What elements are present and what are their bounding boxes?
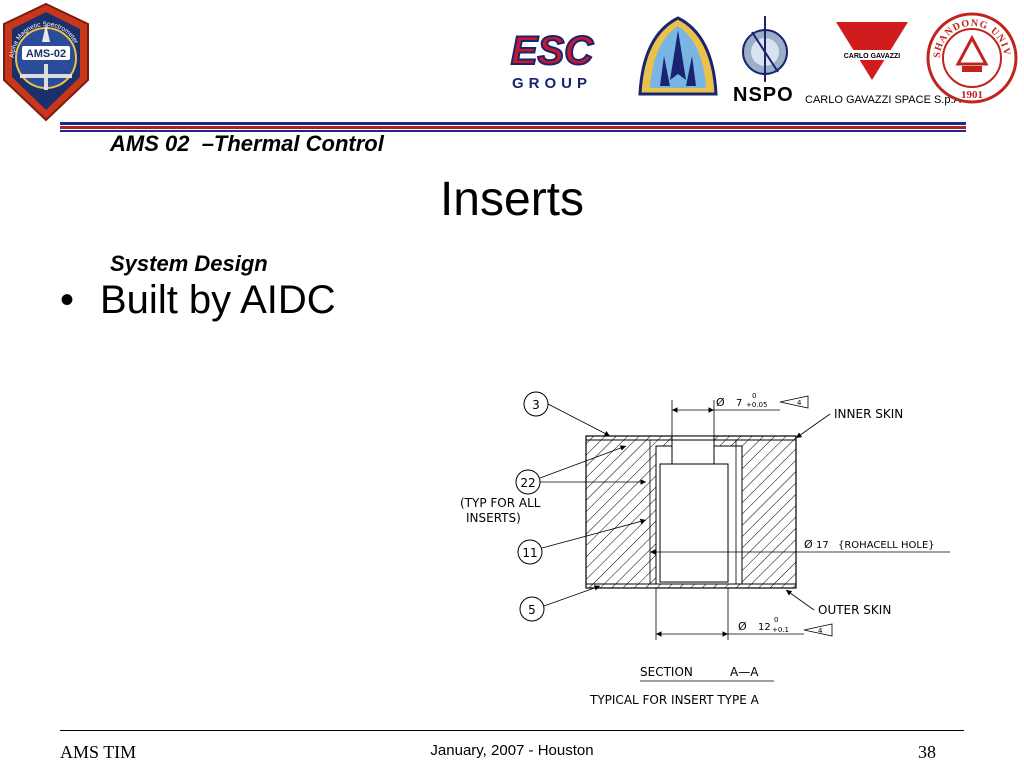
svg-text:OUTER SKIN: OUTER SKIN [818, 603, 891, 617]
esc-logo-subtext: GROUP [512, 75, 592, 92]
svg-text:4: 4 [818, 627, 823, 635]
bullet-item: • Built by AIDC [60, 278, 336, 323]
seal-year: 1901 [961, 89, 983, 101]
esc-logo-text: ESC [511, 29, 594, 73]
svg-text:Ø: Ø [738, 620, 747, 633]
bullet-text: Built by AIDC [100, 278, 336, 322]
header-title-line1: AMS 02 –Thermal Control [110, 131, 384, 156]
svg-text:INNER SKIN: INNER SKIN [834, 407, 903, 421]
svg-text:4: 4 [797, 399, 802, 407]
svg-text:Ø: Ø [716, 396, 725, 409]
svg-text:(TYP FOR ALL: (TYP FOR ALL [460, 496, 541, 510]
dimension-top: Ø 7 0 +0.05 4 [671, 392, 809, 436]
svg-text:INSERTS): INSERTS) [466, 511, 521, 525]
svg-text:0: 0 [752, 392, 756, 400]
svg-text:Ø: Ø [804, 538, 813, 551]
svg-text:5: 5 [528, 603, 536, 617]
callout-11: 11 [517, 518, 647, 565]
footer-divider [60, 730, 964, 731]
svg-text:12: 12 [758, 622, 771, 633]
insert-section-body [585, 435, 797, 589]
carlo-gavazzi-badge-text: CARLO GAVAZZI [844, 53, 901, 60]
header-divider [60, 122, 966, 134]
svg-text:7: 7 [736, 398, 742, 409]
svg-text:{ROHACELL HOLE}: {ROHACELL HOLE} [838, 540, 935, 551]
dimension-bottom: Ø 12 0 +0.1 4 [655, 588, 833, 640]
header-title-line2: System Design [110, 251, 268, 276]
carlo-gavazzi-caption: CARLO GAVAZZI SPACE S.p.A [805, 94, 961, 106]
rocket-emblem-logo [638, 16, 718, 96]
svg-text:+0.05: +0.05 [746, 401, 767, 409]
svg-text:+0.1: +0.1 [772, 626, 789, 634]
shandong-university-seal: SHANDONG UNIVERSITY 1901 [926, 8, 1018, 104]
slide-number: 38 [918, 742, 936, 762]
footer-date-location: January, 2007 - Houston [430, 742, 594, 759]
section-caption: SECTION A—A TYPICAL FOR INSERT TYPE A [589, 665, 774, 707]
dimension-middle: Ø 17 {ROHACELL HOLE} [650, 538, 950, 555]
callout-5: 5 [519, 585, 601, 622]
nspo-logo-text: NSPO [733, 84, 794, 106]
patch-label: AMS-02 [26, 48, 66, 60]
footer-left-text: AMS TIM [60, 742, 137, 762]
nspo-logo [742, 16, 788, 82]
svg-text:11: 11 [522, 546, 537, 560]
callout-22: 22 (TYP FOR ALL INSERTS) [460, 445, 646, 525]
slide-title: Inserts [439, 173, 585, 226]
ams02-mission-patch-logo: Alpha Magnetic Spectrometer AMS-02 [3, 2, 89, 122]
svg-text:0: 0 [774, 616, 778, 624]
bullet-dot: • [60, 278, 75, 322]
svg-text:SECTION: SECTION [640, 665, 693, 679]
outer-skin-label: OUTER SKIN [785, 589, 891, 617]
svg-text:3: 3 [532, 398, 540, 412]
carlo-gavazzi-logo: CARLO GAVAZZI [836, 22, 908, 80]
svg-text:17: 17 [816, 540, 829, 551]
svg-text:A—A: A—A [730, 665, 759, 679]
insert-section-drawing: Ø 7 0 +0.05 4 Ø 17 {ROHACELL HOLE} Ø 12 … [460, 391, 950, 707]
header-title: AMS 02 –Thermal Control System Design [110, 44, 384, 324]
inner-skin-label: INNER SKIN [795, 407, 903, 439]
callout-3: 3 [523, 391, 611, 437]
svg-text:22: 22 [520, 476, 535, 490]
svg-text:TYPICAL FOR INSERT TYPE A: TYPICAL FOR INSERT TYPE A [589, 693, 760, 707]
esc-group-logo: ESC GROUP [486, 24, 618, 94]
